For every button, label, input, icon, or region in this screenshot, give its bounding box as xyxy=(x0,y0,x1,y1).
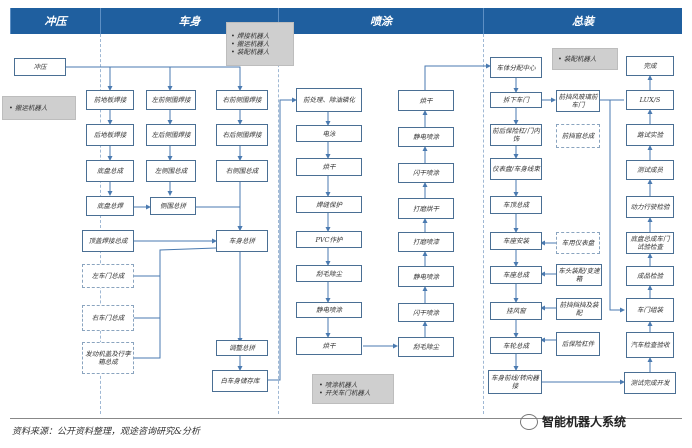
body-step: 右侧围总成 xyxy=(216,160,268,182)
assembly-step: 车头装配/变速箱 xyxy=(556,264,602,286)
watermark: 智能机器人系统 xyxy=(520,413,626,430)
watermark-text: 智能机器人系统 xyxy=(542,415,627,429)
paint-step: 电泳 xyxy=(296,125,362,142)
assembly-step: 车轮总成 xyxy=(490,337,542,354)
assembly-step: 完成 xyxy=(626,56,674,76)
body-step: 左车门总成 xyxy=(82,264,134,288)
body-step: 侧围总拼 xyxy=(150,197,196,215)
body-step: 发动机盖及行李箱总成 xyxy=(82,342,134,374)
body-step: 右前侧围焊接 xyxy=(216,90,268,110)
assembly-step: 测试完成开发 xyxy=(624,372,676,394)
body-step: 前地板焊接 xyxy=(86,90,134,110)
header-painting: 喷涂 xyxy=(278,8,483,34)
assembly-step: 挂风窗 xyxy=(490,302,542,320)
paint-step: 前处理、除油磷化 xyxy=(296,88,362,112)
paint-step: 静电喷涂 xyxy=(296,302,362,318)
assembly-step: 车顶总成 xyxy=(490,196,542,214)
callout-item: • 喷涂机器人 xyxy=(319,381,358,389)
paint-robot-callout: • 喷涂机器人 • 开关车门机器人 xyxy=(312,374,394,404)
assembly-step: 动力行驶检验 xyxy=(626,196,674,218)
column-divider xyxy=(278,34,279,414)
assembly-step: LUX/S xyxy=(626,90,674,110)
header-stamping: 冲压 xyxy=(10,8,100,34)
paint-step: 静电喷涂 xyxy=(398,266,454,287)
body-step: 调整总拼 xyxy=(216,340,268,356)
assembly-step: 车座总成 xyxy=(490,266,542,284)
body-step: 右车门总成 xyxy=(82,305,134,331)
stamping-box: 冲压 xyxy=(14,58,66,76)
callout-item: • 装配机器人 xyxy=(231,48,270,56)
assembly-step: 前挡风玻璃前车门 xyxy=(556,90,600,112)
stamping-robot-callout: • 搬运机器人 xyxy=(2,96,76,120)
paint-step: 闪干喷涂 xyxy=(398,303,454,322)
assembly-step: 车座安装 xyxy=(490,232,542,250)
paint-step: PVC作护 xyxy=(296,231,362,248)
paint-step: 刮毛除尘 xyxy=(398,337,454,357)
paint-step: 烘干 xyxy=(296,337,362,355)
assembly-step: 车体分配中心 xyxy=(490,57,542,78)
assembly-step: 后保险杠件 xyxy=(556,332,600,356)
bullet: • xyxy=(558,55,564,63)
paint-step: 闪干喷涂 xyxy=(398,163,454,183)
body-step: 左后侧围焊接 xyxy=(146,124,196,146)
body-step: 左侧围总成 xyxy=(146,160,196,182)
wechat-icon xyxy=(520,413,538,430)
assembly-step: 底盘总成车门试验检查 xyxy=(626,232,674,254)
header-assembly: 总装 xyxy=(483,8,682,34)
assembly-step: 拆下车门 xyxy=(490,92,542,108)
body-step: 白车身储存库 xyxy=(212,370,268,392)
callout-item: • 开关车门机器人 xyxy=(319,389,371,397)
bullet: • xyxy=(9,104,15,112)
source-note: 资料来源：公开资料整理，观途咨询研究&分析 xyxy=(12,427,201,437)
assembly-step: 前后保险杠/门内饰 xyxy=(490,124,542,146)
callout-item: • 焊接机器人 xyxy=(231,32,270,40)
paint-step: 焊缝保护 xyxy=(296,196,362,213)
paint-step: 静电喷涂 xyxy=(398,127,454,147)
assembly-step: 车门组装 xyxy=(626,298,674,322)
paint-step: 打磨烘干 xyxy=(398,198,454,219)
paint-step: 打磨喷漆 xyxy=(398,232,454,252)
body-step: 底盘总成 xyxy=(86,160,134,182)
body-robot-callout: • 焊接机器人 • 搬运机器人 • 装配机器人 xyxy=(226,22,294,66)
footer-divider xyxy=(10,418,682,419)
assembly-step: 车用仪表盘 xyxy=(556,232,600,254)
assembly-step: 前挡挡挡及装配 xyxy=(556,298,602,320)
body-step: 左前侧围焊接 xyxy=(146,90,196,110)
body-step: 右后侧围焊接 xyxy=(216,124,268,146)
assembly-step: 车身前线/转向器接 xyxy=(488,370,542,394)
assembly-robot-callout: • 装配机器人 xyxy=(552,48,618,70)
paint-step: 刮毛除尘 xyxy=(296,265,362,282)
body-step: 底盘总焊 xyxy=(86,196,134,216)
assembly-step: 路试实验 xyxy=(626,124,674,146)
assembly-step: 测试成员 xyxy=(626,160,674,180)
assembly-step: 成品检验 xyxy=(626,266,674,286)
assembly-step: 前挡窗总成 xyxy=(556,124,600,148)
paint-step: 烘干 xyxy=(398,90,454,111)
paint-step: 烘干 xyxy=(296,158,362,176)
callout-item: • 搬运机器人 xyxy=(231,40,270,48)
assembly-step: 汽车检查验收 xyxy=(626,332,674,358)
column-divider xyxy=(100,34,101,414)
column-divider xyxy=(483,34,484,414)
body-step: 车身总拼 xyxy=(216,230,268,252)
assembly-step: 仪表盘/车身线束 xyxy=(490,158,542,180)
body-step: 顶盖焊接总成 xyxy=(82,230,134,252)
body-step: 后地板焊接 xyxy=(86,124,134,146)
